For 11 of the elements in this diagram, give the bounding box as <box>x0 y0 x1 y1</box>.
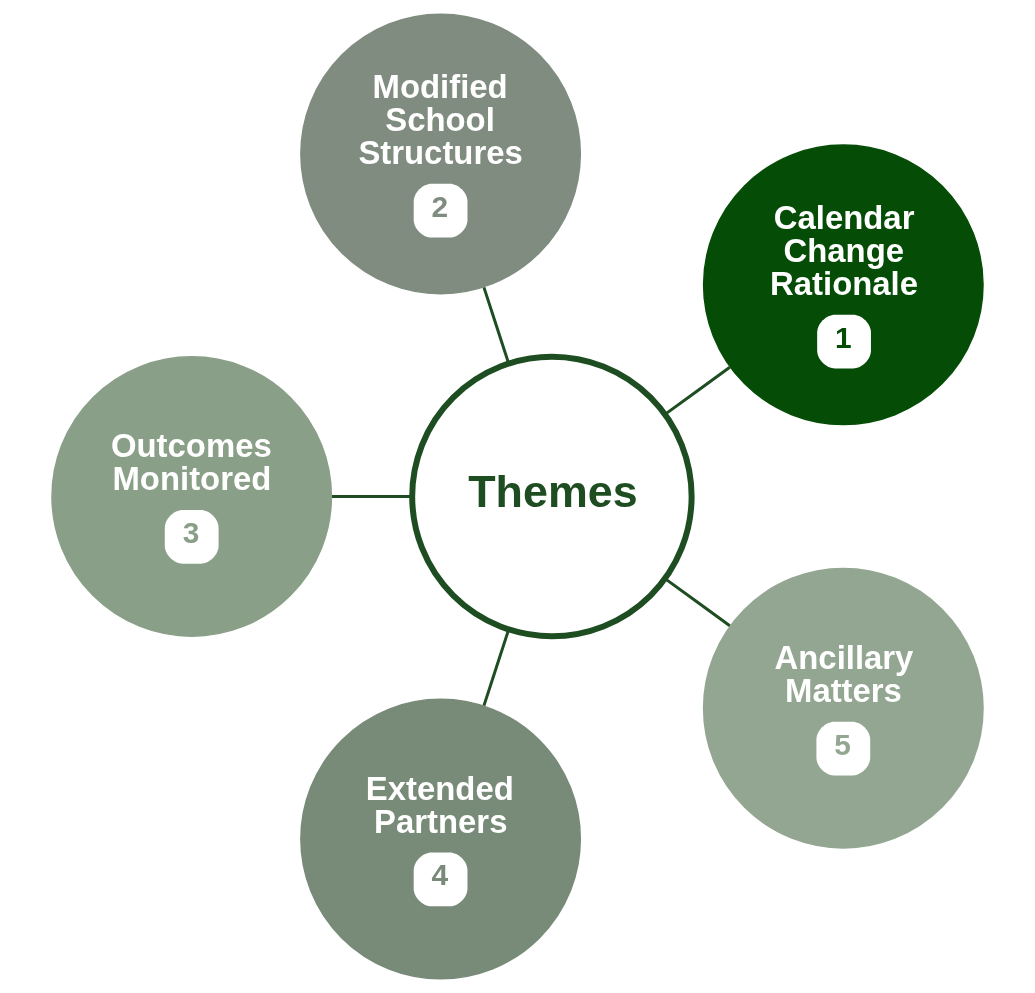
node-circle: Outcomes Monitored 3 <box>51 356 333 637</box>
node-circle: Modified School Structures 2 <box>300 13 582 295</box>
connector <box>482 286 511 365</box>
node-circle: Ancillary Matters 5 <box>702 567 984 849</box>
node-circle: Calendar Change Rationale 1 <box>702 144 984 426</box>
connector <box>664 577 731 627</box>
connector <box>664 366 731 416</box>
connector <box>332 495 413 498</box>
node-circle: Themes <box>409 353 695 640</box>
connector <box>482 628 511 707</box>
node-circle: Extended Partners 4 <box>300 698 582 980</box>
